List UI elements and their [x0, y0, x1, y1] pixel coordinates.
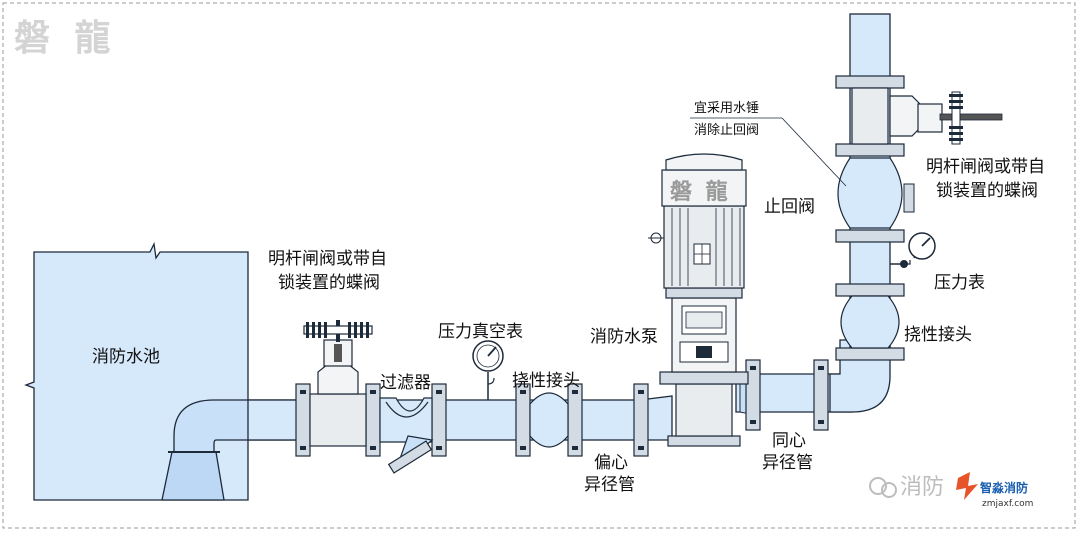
pool-label: 消防水池 [92, 347, 160, 367]
brand-logo-corner: 磐 龍 [14, 18, 117, 59]
site-url: zmjaxf.com [982, 499, 1033, 509]
fire-pump: 磐 龍 消防水泵 [590, 153, 749, 447]
inlet-valve-label-line1: 明杆闸阀或带自 [268, 249, 387, 269]
suction-flanges [295, 359, 829, 457]
water-hammer-label-line2: 消除止回阀 [694, 123, 759, 138]
vacuum-gauge-label: 压力真空表 [438, 322, 523, 342]
inlet-flex-joint-label: 挠性接头 [512, 371, 580, 391]
inlet-flexible-joint: 挠性接头 [512, 371, 580, 448]
inlet-gate-valve: 明杆闸阀或带自 锁装置的蝶阀 [268, 249, 387, 447]
inlet-valve-label-line2: 锁装置的蝶阀 [278, 273, 380, 293]
pressure-gauge: 压力表 [890, 232, 985, 293]
outlet-valve-label-line1: 明杆闸阀或带自 [926, 157, 1045, 177]
concentric-label-line2: 异径管 [762, 453, 813, 473]
water-hammer-label-line1: 宜采用水锤 [694, 101, 759, 116]
outlet-handwheel-teeth [949, 94, 963, 141]
check-valve-label: 止回阀 [764, 197, 815, 217]
eccentric-label-line2: 异径管 [584, 475, 635, 495]
pressure-vacuum-gauge: 压力真空表 [438, 322, 523, 400]
dashed-frame [2, 2, 1076, 529]
riser-flanges [835, 75, 905, 361]
brand-logo-motor: 磐 龍 [670, 179, 731, 205]
site-name: 智淼消防 [979, 480, 1028, 495]
outlet-flex-joint-label: 挠性接头 [904, 325, 972, 345]
pump-label: 消防水泵 [590, 327, 658, 347]
flange-bolts [300, 366, 824, 450]
check-valve: 止回阀 宜采用水锤 消除止回阀 [690, 101, 915, 229]
water-hammer-leader [781, 117, 847, 187]
handwheel-teeth [306, 322, 369, 338]
outlet-gate-valve: 明杆闸阀或带自 锁装置的蝶阀 [851, 87, 1045, 201]
motor-cooling-fins [671, 208, 741, 286]
y-strainer: 过滤器 [379, 373, 434, 474]
pressure-gauge-label: 压力表 [934, 273, 985, 293]
site-watermark: 智淼消防 zmjaxf.com [956, 472, 1033, 509]
outlet-flexible-joint: 挠性接头 [840, 295, 972, 349]
outlet-valve-label-line2: 锁装置的蝶阀 [936, 181, 1038, 201]
concentric-label-line1: 同心 [772, 431, 806, 451]
wechat-watermark: 消防 [869, 475, 944, 500]
strainer-label: 过滤器 [380, 373, 431, 393]
eccentric-label-line1: 偏心 [594, 453, 628, 473]
wechat-watermark-text: 消防 [900, 475, 944, 500]
